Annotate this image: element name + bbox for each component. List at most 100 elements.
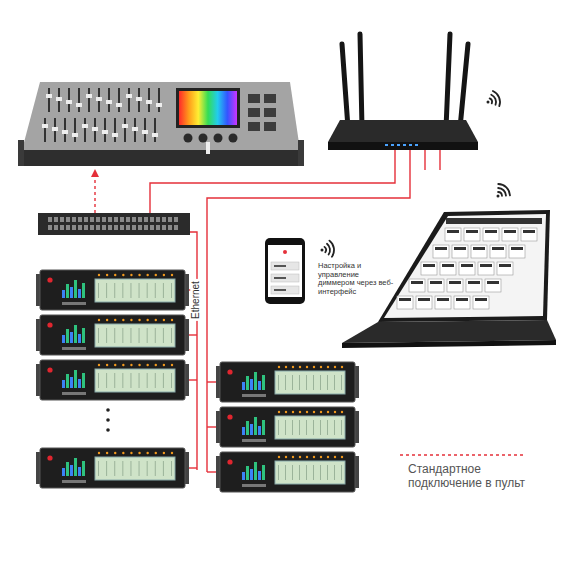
tile-bar [468,281,480,284]
fader-cap [96,97,102,101]
callout-note: Настройка и управление диммером через ве… [318,262,396,297]
console-button [264,94,276,103]
level-bar [70,377,73,388]
tile-bar [480,264,492,267]
level-bar [246,421,249,435]
tile-bar [485,230,497,233]
screen-header [446,218,542,224]
rack-ear [185,319,189,351]
fader-cap [92,127,98,131]
channel-led [327,411,329,413]
dimmer-logo [47,367,52,372]
display-line [341,465,342,480]
tile-bar [454,247,466,250]
console-knob [199,134,208,143]
channel-led [306,411,308,413]
level-bar [258,426,261,435]
fader-slot [74,118,76,142]
console-button [264,122,276,131]
display-line [299,420,300,435]
screen-tile [485,279,501,292]
level-bar [74,280,77,298]
channel-led [138,364,140,366]
switch-port [90,225,94,230]
display-line [320,375,321,390]
dimmer-logo [47,322,52,327]
screen-tile [416,296,432,309]
console-side [18,140,24,166]
phone-screen [268,245,302,297]
dimmer-body [40,315,185,355]
switch-port [66,217,70,222]
display-line [292,375,293,390]
channel-led [106,274,108,276]
level-bar [62,290,65,298]
channel-led [334,366,336,368]
fader-cap [116,103,122,107]
display-line [155,373,156,388]
display-line [292,465,293,480]
display-line [139,461,140,476]
display-line [122,328,123,343]
screen-tile [433,245,449,258]
rack-ear [355,411,359,443]
channel-led [278,456,280,458]
display-line [299,465,300,480]
wifi-arc [491,95,496,105]
fader-slot [44,118,46,142]
dimmer-display [95,279,175,302]
router-led [415,144,418,146]
channel-led [155,274,157,276]
switch-port [96,225,100,230]
channel-led [334,411,336,413]
display-line [114,373,115,388]
switch-port [54,217,58,222]
display-line [139,328,140,343]
display-line [313,465,314,480]
switch-port [132,225,136,230]
tile-bar [447,230,459,233]
legend-text: Стандартное подключение в пульт [408,463,543,491]
fader-cap [72,133,78,137]
network-switch [38,213,190,235]
channel-led [106,452,108,454]
channel-led [130,364,132,366]
channel-led [292,366,294,368]
tile-bar [487,281,499,284]
display-line [278,465,279,480]
screen-tile [502,228,518,241]
level-bar [82,373,85,388]
display-line [98,461,99,476]
level-bar [242,472,245,480]
fader-cap [76,103,82,107]
console-button [264,108,276,117]
ellipsis-dot [106,418,110,422]
switch-port [54,225,58,230]
dimmer-unit [36,360,189,400]
level-bar [78,289,81,298]
ellipsis-dot [106,408,110,412]
display-line [98,373,99,388]
switch-port [96,217,100,222]
dimmer-display [275,461,345,484]
rack-ear [216,366,220,398]
level-bar [242,382,245,390]
wifi-arc [327,244,330,255]
fader-cap [122,124,128,128]
channel-led [114,274,116,276]
console-screen [179,91,237,125]
display-line [278,375,279,390]
fader-slot [128,88,130,112]
channel-led [122,452,124,454]
display-line [285,420,286,435]
switch-port [90,217,94,222]
phone-card-line [274,277,286,279]
display-line [163,328,164,343]
wifi-dot [487,101,490,104]
console-side [298,140,304,166]
screen-tile [397,296,413,309]
display-line [320,420,321,435]
level-bar [78,334,81,343]
level-bar [78,379,81,388]
